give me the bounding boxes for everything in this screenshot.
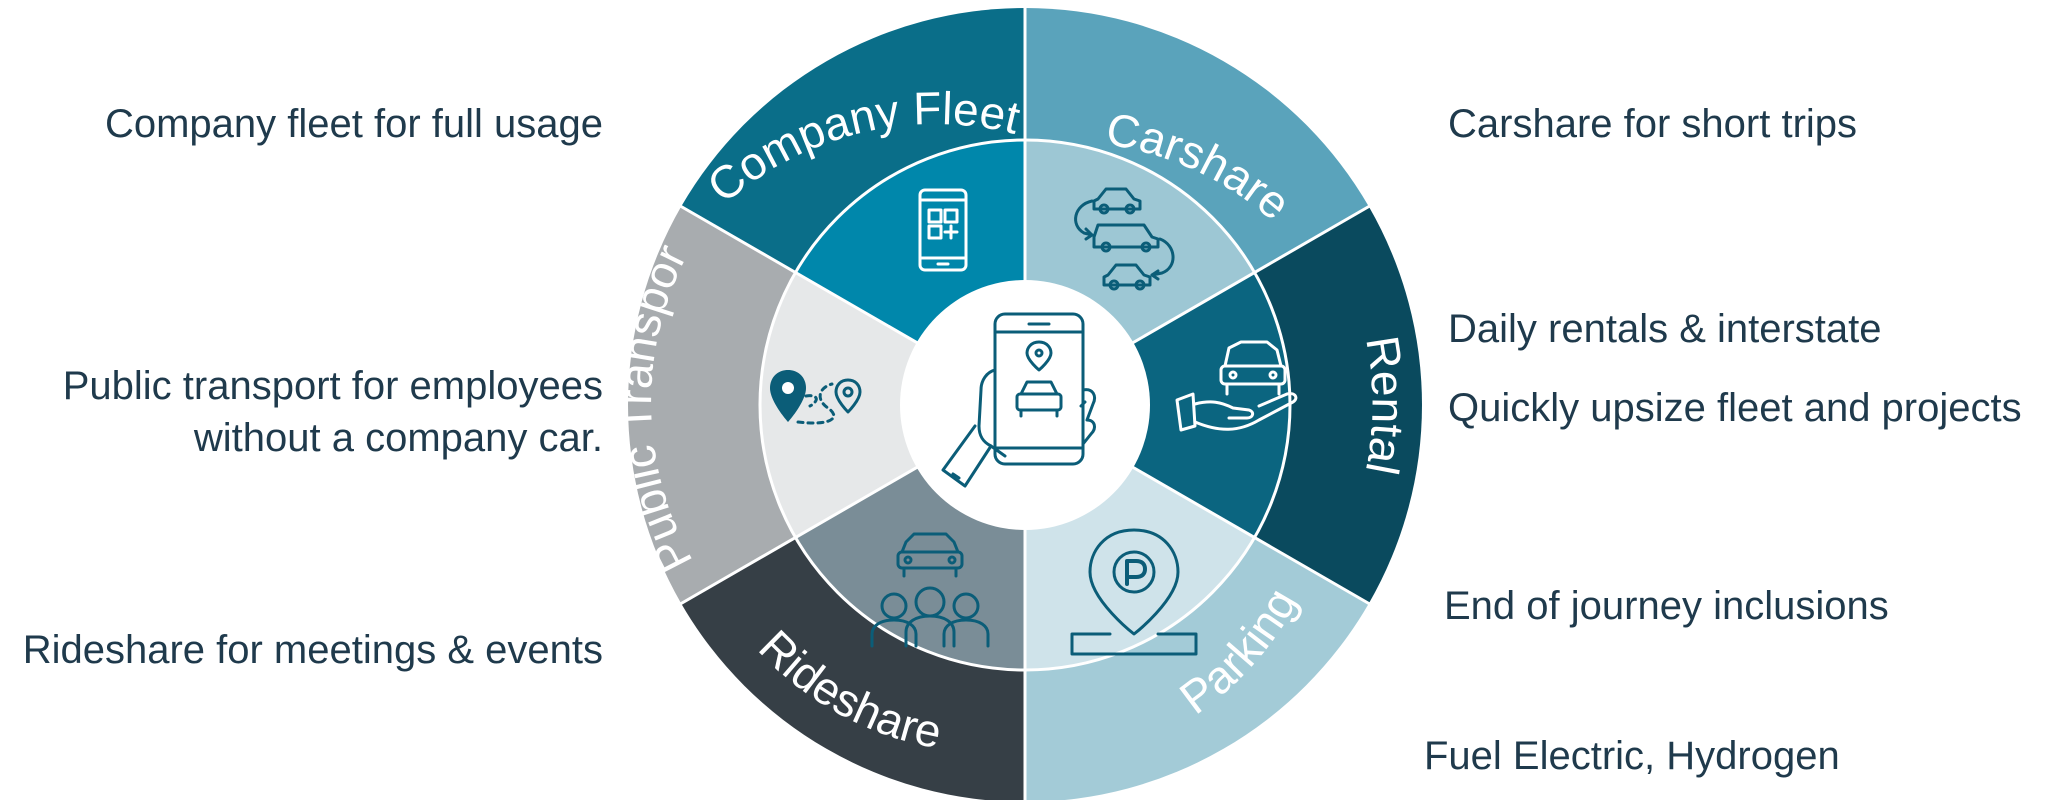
parking-description-1: End of journey inclusions (1444, 584, 1889, 628)
hand-holding-phone-car-icon (941, 312, 1097, 488)
rental-inner-sector (1025, 272, 1291, 538)
rental-ring-label: Rental (1356, 332, 1415, 479)
company-fleet-description: Company fleet for full usage (104, 102, 603, 146)
public-transport-description-line-1: Public transport for employees (62, 364, 603, 408)
public-transport-description-line-2: without a company car. (193, 416, 603, 460)
rideshare-description: Rideshare for meetings & events (22, 628, 603, 672)
smartphone-apps-icon (918, 188, 968, 272)
parking-description-2: Fuel Electric, Hydrogen (1424, 734, 1840, 778)
car-people-icon (870, 532, 990, 648)
route-pins-icon (770, 370, 862, 425)
center-hub (900, 280, 1150, 530)
car-on-hand-icon (1175, 340, 1298, 432)
car-cycle-icon (1074, 187, 1175, 291)
rental-description-1: Daily rentals & interstate (1448, 307, 1882, 351)
public-transport-ring-label: Public Transport (0, 0, 702, 581)
public-transport-description: Public transport for employees without a… (63, 360, 603, 464)
public-transport-inner-sector (759, 272, 1025, 538)
carshare-description: Carshare for short trips (1448, 102, 1858, 146)
parking-pin-icon (1070, 528, 1198, 656)
rental-description-2: Quickly upsize fleet and projects (1448, 386, 2022, 430)
